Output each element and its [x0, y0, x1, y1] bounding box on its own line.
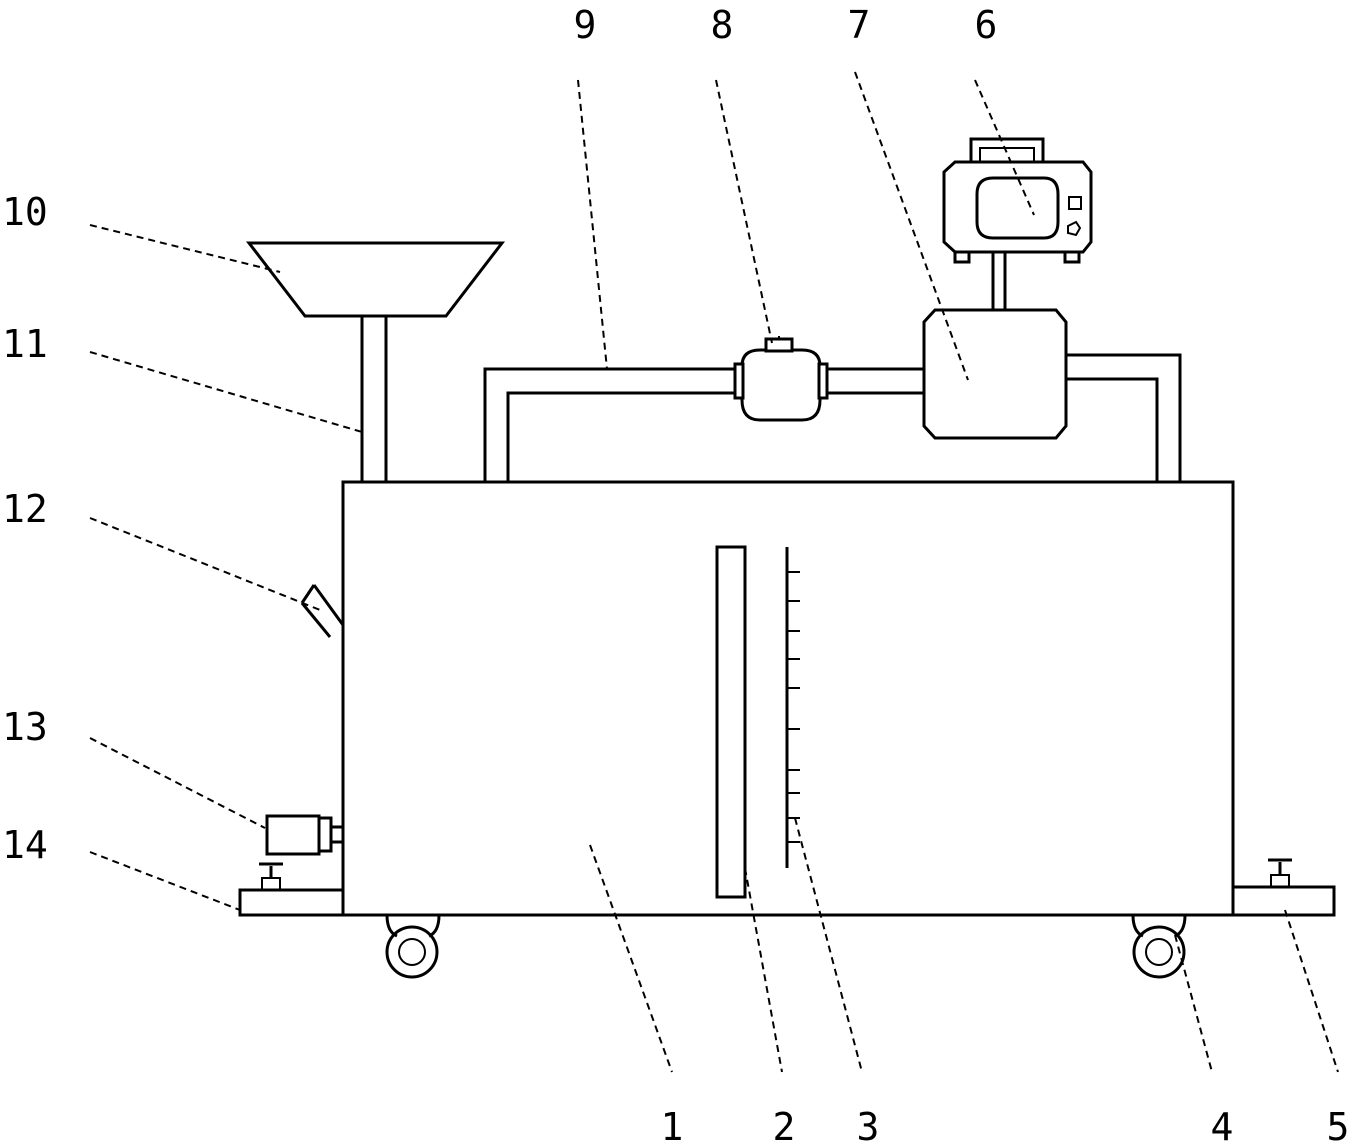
graduated-scale: [785, 547, 800, 868]
callout-3: 3: [857, 1105, 880, 1146]
callout-5: 5: [1327, 1105, 1350, 1146]
callout-14: 14: [2, 823, 48, 867]
motor-unit: [942, 137, 1093, 264]
callout-1: 1: [661, 1105, 684, 1146]
callout-7: 7: [848, 3, 871, 47]
callout-4: 4: [1211, 1105, 1234, 1146]
callout-2: 2: [773, 1105, 796, 1146]
funnel: [245, 241, 506, 318]
left-base-plate: [238, 888, 345, 917]
funnel-post: [360, 316, 388, 482]
leader-lines: [89, 71, 1339, 1073]
sight-glass: [715, 545, 747, 899]
motor-stem: [991, 252, 1007, 310]
pipeline: [483, 353, 1182, 482]
right-leveling-bolt: [1268, 858, 1292, 888]
right-wheel: [1131, 914, 1187, 979]
left-wheel: [385, 914, 441, 979]
callout-labels: 1 2 3 4 5 6 7 8 9 10 11 12 13 14: [2, 3, 1349, 1146]
right-base-plate: [1231, 885, 1336, 917]
tank-body: [341, 480, 1235, 917]
drain-valve: [265, 814, 345, 856]
callout-10: 10: [2, 190, 48, 234]
callout-12: 12: [2, 487, 48, 531]
valve: [733, 336, 829, 422]
callout-9: 9: [574, 3, 597, 47]
callout-11: 11: [2, 322, 48, 366]
callout-6: 6: [975, 3, 998, 47]
left-leveling-bolt: [259, 862, 283, 891]
callout-8: 8: [711, 3, 734, 47]
side-outlet: [300, 584, 345, 638]
callout-13: 13: [2, 705, 48, 749]
pump: [922, 308, 1068, 440]
